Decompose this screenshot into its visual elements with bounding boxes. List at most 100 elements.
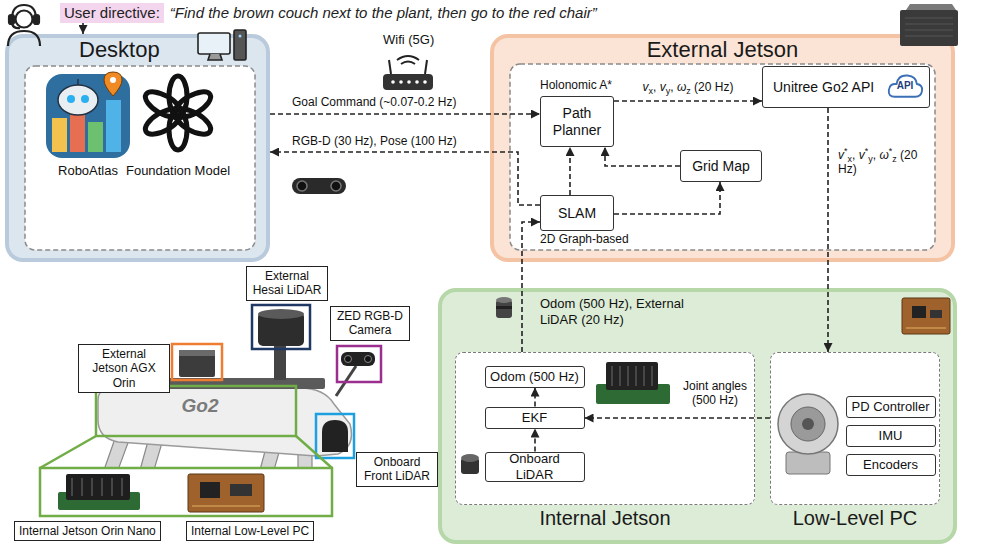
pcb-icon — [930, 310, 942, 318]
connector — [82, 23, 84, 35]
robot-dog — [165, 378, 325, 389]
annotation-label: Wifi (5G) — [383, 33, 434, 48]
math-superscript: * — [844, 146, 848, 156]
operator-icon — [8, 5, 40, 46]
onboard-lidar-icon — [461, 454, 479, 462]
roboatlas-icon — [52, 118, 67, 152]
math-subscript: z — [686, 86, 691, 96]
connector — [569, 147, 571, 195]
connector — [534, 429, 536, 452]
box-label: EKF — [522, 410, 547, 426]
foundation-model-logo — [169, 76, 187, 116]
annotation-label: RoboAtlas — [58, 164, 118, 179]
process-box: PD Controller — [846, 396, 936, 418]
robot-dog — [260, 440, 282, 470]
computer-icon — [208, 54, 222, 60]
host-panel: Desktop — [5, 34, 270, 262]
directive-highlight: User directive:“Find the brown couch nex… — [60, 3, 597, 23]
motor-icon — [778, 394, 838, 474]
process-box: EKF — [485, 407, 585, 429]
callout-frames — [96, 386, 296, 436]
internal-boards — [230, 484, 252, 496]
box-label: External Jetson AGX Orin — [83, 347, 165, 390]
wifi-router-icon — [407, 80, 411, 84]
callout-frames — [252, 305, 310, 349]
jetson-orin-nano-icon — [643, 366, 645, 386]
math-symbol: ω — [879, 148, 888, 162]
internal-jetson-ground — [455, 352, 755, 505]
camera-icon — [292, 178, 346, 194]
robot-dog — [98, 309, 375, 470]
roboatlas-icon — [77, 79, 79, 85]
box-label: PD Controller — [851, 399, 929, 415]
panel-title: Desktop — [79, 38, 160, 62]
internal-boards — [121, 478, 123, 496]
internal-boards — [58, 492, 140, 510]
jetson-inner-frame — [510, 64, 935, 250]
annotation-label: 2D Graph-based — [540, 233, 629, 247]
edge-label: RGB-D (30 Hz), Pose (100 Hz) — [292, 134, 457, 148]
connector — [270, 152, 540, 205]
callout-box: External Hesai LiDAR — [246, 266, 328, 301]
lidar-icon — [496, 297, 512, 303]
box-label: Internal Low-Level PC — [191, 524, 309, 538]
callout-frames — [316, 414, 354, 458]
process-box: Encoders — [846, 454, 936, 476]
box-label: Odom (500 Hz) — [490, 369, 579, 385]
math-subscript: y — [666, 86, 671, 96]
connector — [534, 388, 536, 407]
jetson-agx-icon — [900, 10, 958, 46]
desktop-inner-frame — [25, 66, 255, 250]
robot-dog — [345, 356, 352, 363]
box-label: Grid Map — [692, 158, 750, 175]
connector — [605, 147, 680, 166]
annotation-label: Foundation Model — [126, 164, 230, 179]
wifi-router-icon — [383, 56, 433, 90]
math-superscript: * — [865, 146, 869, 156]
operator-icon — [16, 11, 33, 28]
box-label: SLAM — [558, 205, 596, 222]
panel-title: Internal Jetson — [456, 507, 754, 529]
roboatlas-icon — [46, 72, 130, 158]
callout-frames — [40, 305, 381, 516]
low-level-ground — [770, 352, 940, 505]
robot-dog — [140, 434, 164, 470]
foundation-model-logo — [141, 104, 185, 140]
robot-dog — [274, 346, 286, 380]
internal-boards — [111, 478, 113, 496]
computer-icon — [198, 33, 230, 54]
robot-dog — [322, 420, 348, 452]
motor-icon — [786, 452, 830, 474]
robot-dog — [298, 444, 312, 470]
box-label: Onboard LiDAR — [490, 451, 580, 482]
process-box: IMU — [846, 425, 936, 447]
internal-boards — [188, 474, 264, 512]
internal-boards — [71, 478, 73, 496]
wifi-router-icon — [397, 56, 419, 60]
wifi-router-icon — [415, 80, 419, 84]
onboard-lidar-icon — [461, 458, 479, 474]
module-frame: Low-Level PCPD ControllerIMUEncoders — [770, 352, 940, 505]
process-box: Grid Map — [680, 150, 762, 182]
pcb-icon — [906, 328, 946, 329]
edge-label: v*x, v*y, ω*z (20 Hz) — [838, 148, 930, 177]
camera-icon — [292, 178, 346, 194]
jetson-orin-nano-icon — [596, 384, 670, 404]
robot-dog — [179, 350, 215, 377]
annotation-label: Go2 — [182, 395, 219, 417]
math-symbol: v — [838, 148, 844, 162]
operator-icon — [12, 24, 20, 28]
internal-boards — [66, 474, 130, 500]
callout-box: Internal Low-Level PC — [186, 521, 314, 541]
motor-icon — [802, 418, 814, 430]
wifi-router-icon — [383, 74, 433, 90]
jetson-agx-icon — [905, 36, 953, 37]
connector — [585, 417, 771, 419]
math-symbol: v — [643, 80, 649, 94]
callout-frames — [40, 436, 96, 468]
callout-frames — [337, 346, 381, 382]
jetson-agx-icon — [905, 18, 953, 19]
roboatlas-icon — [46, 74, 130, 158]
robot-dog — [104, 430, 132, 470]
